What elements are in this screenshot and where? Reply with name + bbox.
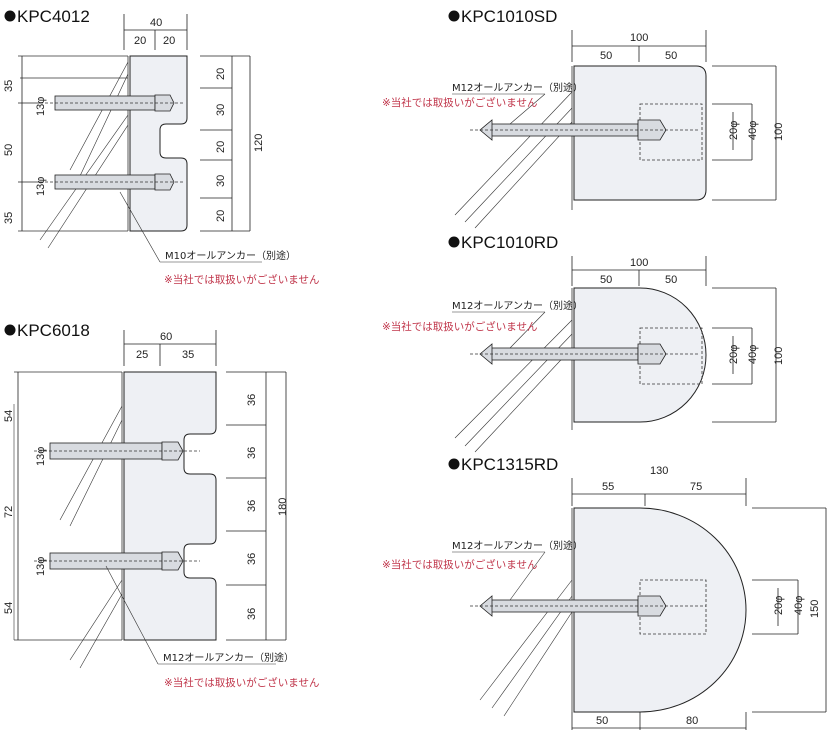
part-title: KPC1010SD [461,7,557,26]
dim-hole-2: 13φ [35,557,47,576]
bullet-icon [448,10,460,22]
dim-hole-1: 13φ [35,97,47,116]
dim-top-split-1: 20 [134,35,146,47]
dim-hole-1: 13φ [35,447,47,466]
part-title: KPC6018 [17,321,90,340]
dim-inner-1: 20φ [773,596,785,615]
dim-right-5: 20 [215,210,227,222]
dim-top-split-1: 50 [600,274,612,286]
dim-inner-2: 40φ [793,596,805,615]
not-handled-note: ※当社では取扱いがございません [164,676,319,689]
dim-right-1: 20 [215,68,227,80]
dim-right-total: 150 [809,600,821,618]
bullet-icon [4,10,16,22]
kpc1010rd-drawing: KPC1010RD 100 50 50 20φ 40φ 100 M12オールアン… [382,233,785,453]
dim-bottom-split-1: 50 [596,715,608,727]
not-handled-note: ※当社では取扱いがございません [164,273,319,286]
part-title: KPC1315RD [461,455,558,474]
dim-top-split-2: 50 [665,274,677,286]
dim-left-3: 35 [3,212,15,224]
dim-top-total: 100 [630,257,648,269]
dim-top-split-2: 75 [690,481,702,493]
dim-right-total: 100 [773,123,785,141]
anchor-label: M12オールアンカー（別途） [163,651,294,664]
dim-top-split-1: 25 [136,349,148,361]
dim-right-total: 120 [253,134,265,152]
bullet-icon [4,324,16,336]
bullet-icon [448,458,460,470]
dim-top-split-2: 50 [665,50,677,62]
dim-top-split-1: 55 [602,481,614,493]
dim-inner-1: 20φ [728,121,740,140]
dim-left-2: 50 [3,144,15,156]
dim-bottom-split-2: 80 [686,715,698,727]
bullet-icon [448,236,460,248]
anchor-label: M10オールアンカー（別途） [165,249,296,262]
anchor-label: M12オールアンカー（別途） [452,299,583,312]
dim-left-1: 35 [3,80,15,92]
dim-right-4: 36 [246,553,258,565]
kpc1010sd-drawing: KPC1010SD 100 50 50 20φ 40φ 100 M12オールアン… [382,7,785,229]
kpc1315rd-drawing: KPC1315RD 130 55 75 20φ 40φ 150 50 80 [382,455,827,730]
dim-right-3: 20 [215,141,227,153]
dim-top-total: 60 [160,331,172,343]
kpc4012-drawing: KPC4012 40 20 20 35 50 35 13φ [3,7,319,286]
dim-hole-2: 13φ [35,177,47,196]
dim-top-total: 130 [650,465,668,477]
kpc6018-drawing: KPC6018 60 25 35 54 72 54 13φ 13φ [3,321,319,689]
dim-top-split-2: 35 [182,349,194,361]
dim-right-3: 36 [246,500,258,512]
bumper-block [123,371,217,641]
dim-right-total: 180 [277,498,289,516]
dim-inner-1: 20φ [728,345,740,364]
dim-right-2: 36 [246,447,258,459]
part-title: KPC1010RD [461,233,558,252]
dim-inner-2: 40φ [747,345,759,364]
part-title: KPC4012 [17,7,90,26]
dim-right-5: 36 [246,608,258,620]
not-handled-note: ※当社では取扱いがございません [382,320,537,333]
dim-right-total: 100 [773,347,785,365]
dim-top-split-2: 20 [163,35,175,47]
dim-top-split-1: 50 [600,50,612,62]
dim-right-1: 36 [246,394,258,406]
anchor-label: M12オールアンカー（別途） [452,539,583,552]
dim-left-2: 72 [3,506,15,518]
dim-left-3: 54 [3,602,15,614]
dim-right-4: 30 [215,175,227,187]
not-handled-note: ※当社では取扱いがございません [382,96,537,109]
dim-top-total: 100 [630,32,648,44]
bumper-block [129,55,188,232]
dim-left-1: 54 [3,410,15,422]
anchor-label: M12オールアンカー（別途） [452,81,583,94]
dim-top-total: 40 [150,17,162,29]
dim-right-2: 30 [215,104,227,116]
dim-inner-2: 40φ [747,121,759,140]
not-handled-note: ※当社では取扱いがございません [382,558,537,571]
